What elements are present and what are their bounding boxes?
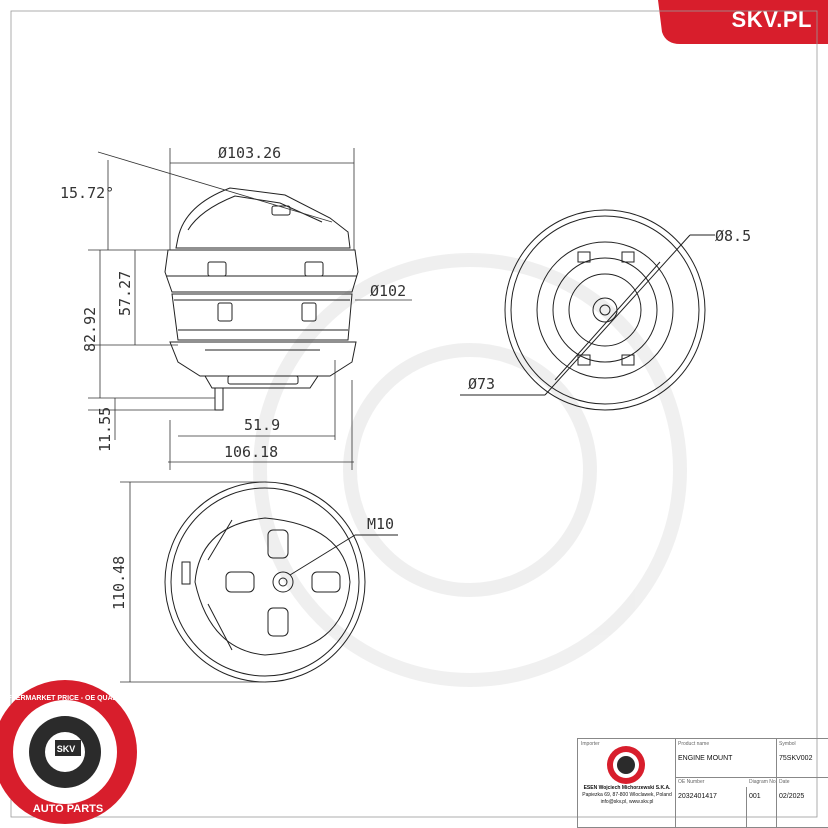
top-view (460, 209, 715, 411)
oe-number-label: OE Number (678, 779, 705, 785)
dim-top-diameter: Ø103.26 (218, 144, 281, 162)
small-badge-logo (607, 746, 645, 784)
dim-width-106: 106.18 (224, 443, 278, 461)
dim-angle: 15.72° (60, 184, 114, 202)
watermark-gear (253, 253, 687, 687)
badge-ring-text: AFTERMARKET PRICE - OE QUALITY (2, 695, 128, 702)
bottom-dimension-lines (120, 481, 265, 683)
dim-side-diameter: Ø102 (370, 282, 406, 300)
quality-badge: SKV AFTERMARKET PRICE - OE QUALITY AUTO … (0, 680, 137, 824)
importer-label: Importer (581, 741, 600, 747)
badge-bottom-text: AUTO PARTS (33, 803, 104, 815)
date-label: Date (779, 779, 790, 785)
dim-height-57: 57.27 (116, 271, 134, 316)
dim-inner-diameter: Ø73 (468, 375, 495, 393)
symbol-label: Symbol (779, 741, 796, 747)
dim-width-51: 51.9 (244, 416, 280, 434)
importer-address: Papiezka 69, 87-800 Wloclawek, Poland (582, 792, 672, 798)
diagram-label: Diagram No. (749, 779, 778, 785)
date-value: 02/2025 (779, 793, 805, 800)
dim-height-82: 82.92 (81, 307, 99, 352)
product-name-label: Product name (678, 741, 710, 747)
oe-number: 2032401417 (678, 793, 717, 800)
side-view (164, 187, 359, 411)
importer-company: ESEN Wojciech Michorzewski S.K.A. (583, 785, 671, 791)
title-block: Importer ESEN Wojciech Michorzewski S.K.… (577, 738, 828, 828)
side-dimension-lines (88, 148, 412, 470)
dim-hole-diameter: Ø8.5 (715, 227, 751, 245)
dim-thread: M10 (367, 515, 394, 533)
importer-info: ESEN Wojciech Michorzewski S.K.A. Papiez… (580, 785, 674, 806)
dim-height-110: 110.48 (110, 556, 128, 610)
product-name: ENGINE MOUNT (678, 755, 733, 762)
dim-height-11: 11.55 (96, 407, 114, 452)
symbol-value: 75SKV002 (779, 755, 813, 762)
diagram-number: 001 (749, 793, 761, 800)
importer-contact: info@skv.pl, www.skv.pl (600, 799, 654, 805)
badge-center-text: SKV (57, 744, 76, 754)
